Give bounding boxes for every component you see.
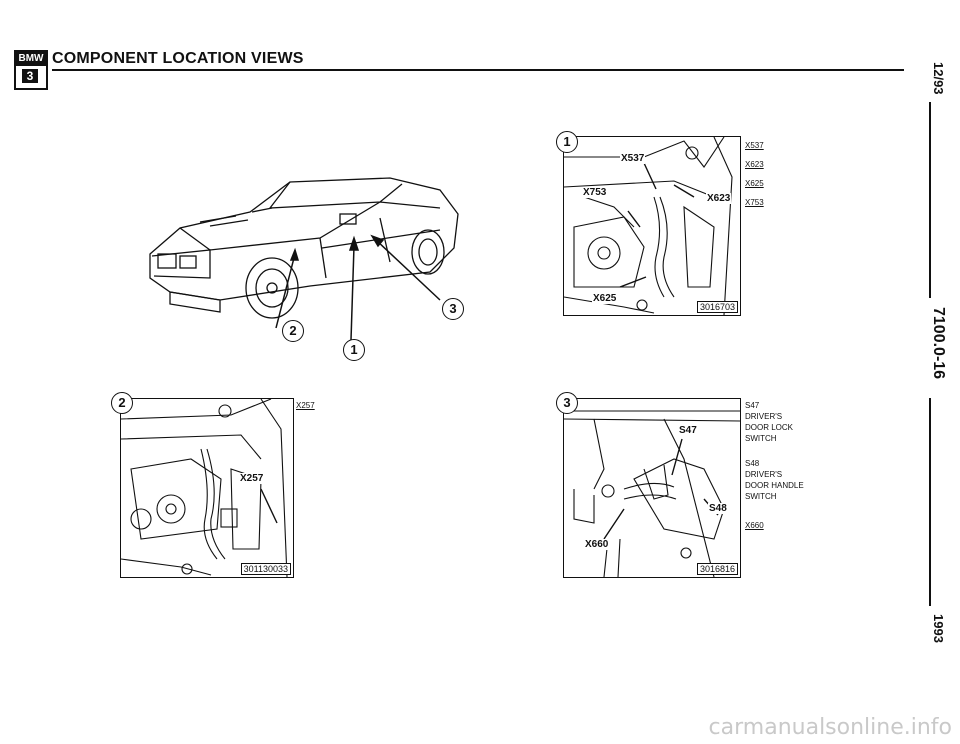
view-2-label-x257: X257	[239, 473, 265, 484]
logo-brand: BMW	[16, 52, 46, 66]
legend-s48-line3: SWITCH	[745, 492, 777, 501]
view-3-label-s47: S47	[678, 425, 698, 436]
view-2-diagram	[121, 399, 288, 577]
legend-x537: X537	[745, 141, 764, 150]
view-2-panel: X257 301130033	[120, 398, 294, 578]
legend-s48-line1: DRIVER'S	[745, 470, 783, 479]
view-1-label-x537: X537	[620, 153, 646, 164]
view-2-legend: X257	[296, 400, 315, 411]
view-3-number: 3	[556, 392, 578, 414]
legend-s48-line2: DOOR HANDLE	[745, 481, 804, 490]
car-callout-2: 2	[282, 320, 304, 342]
view-1-diagram	[564, 137, 733, 315]
legend-x753: X753	[745, 198, 764, 207]
view-3-label-s48: S48	[708, 503, 728, 514]
legend-s47-line3: SWITCH	[745, 434, 777, 443]
legend-x623: X623	[745, 160, 764, 169]
view-1-ref-number: 3016703	[696, 301, 738, 313]
view-1-label-x625: X625	[592, 293, 618, 304]
car-callout-1: 1	[343, 339, 365, 361]
legend-s47-line2: DOOR LOCK	[745, 423, 794, 432]
side-rule-bottom	[929, 398, 931, 606]
page-title: COMPONENT LOCATION VIEWS	[52, 50, 304, 67]
view-2-number: 2	[111, 392, 133, 414]
legend-s48-code: S48	[745, 459, 760, 468]
side-rule-top	[929, 102, 931, 298]
view-1-label-x753: X753	[582, 187, 608, 198]
view-3-legend: S47 DRIVER'S DOOR LOCK SWITCH S48 DRIVER…	[745, 400, 804, 531]
view-3-label-x660: X660	[584, 539, 610, 550]
car-illustration	[149, 177, 459, 341]
side-date: 12/93	[931, 62, 946, 95]
side-year: 1993	[931, 614, 946, 643]
view-1-legend: X537 X623 X625 X753	[745, 140, 764, 208]
title-rule	[52, 69, 904, 71]
view-3-diagram	[564, 410, 740, 577]
side-doc-number: 7100.0-16	[930, 307, 947, 380]
car-callout-3: 3	[442, 298, 464, 320]
legend-s47-code: S47	[745, 401, 760, 410]
legend-s47-line1: DRIVER'S	[745, 412, 783, 421]
legend-x660: X660	[745, 521, 764, 530]
logo-series: 3	[22, 69, 38, 83]
legend-x257: X257	[296, 401, 315, 410]
car-overview: 2 1 3	[140, 168, 470, 368]
view-1-number: 1	[556, 131, 578, 153]
view-2-ref-number: 301130033	[240, 563, 291, 575]
view-3-ref-number: 3016816	[696, 563, 738, 575]
view-1-label-x623: X623	[706, 193, 732, 204]
watermark: carmanualsonline.info	[708, 715, 952, 740]
legend-x625: X625	[745, 179, 764, 188]
view-1-panel: X537 X753 X623 X625 3016703	[563, 136, 741, 316]
bmw-3-series-logo: BMW 3	[14, 50, 48, 90]
view-3-panel: S47 S48 X660 3016816	[563, 398, 741, 578]
